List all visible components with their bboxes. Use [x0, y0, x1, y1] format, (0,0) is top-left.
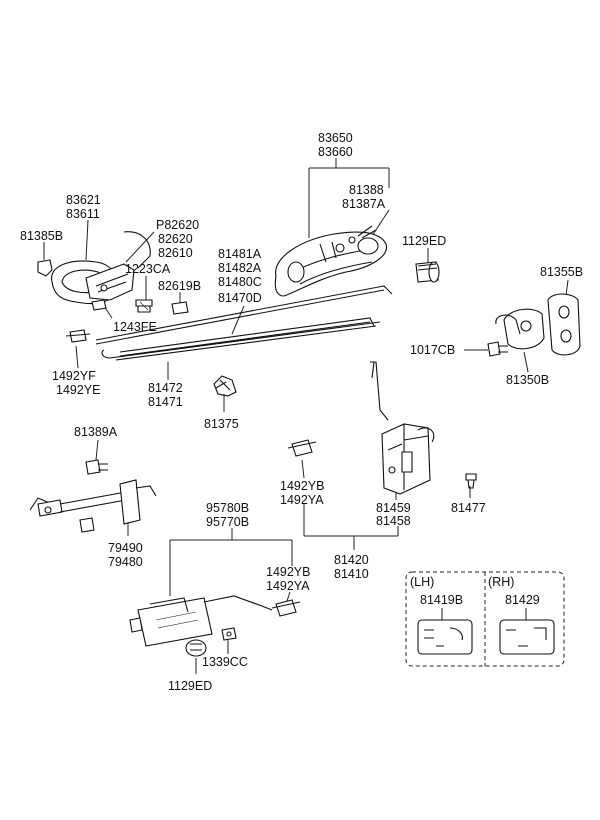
label-1492ya-lower: 1492YA	[266, 579, 310, 593]
screw-81477	[465, 473, 477, 489]
door-latch	[370, 361, 435, 495]
screw-1223ca	[135, 299, 153, 313]
label-81458: 81458	[376, 514, 411, 528]
label-79490: 79490	[108, 541, 143, 555]
nut-1339cc	[221, 627, 237, 641]
label-1339cc: 1339CC	[202, 655, 248, 669]
label-p82620: P82620	[156, 218, 199, 232]
clip-1492yf	[65, 329, 91, 343]
label-81388: 81388	[349, 183, 384, 197]
label-1129ed-bottom: 1129ED	[168, 679, 212, 693]
part-labels: 83650 83660 81388 81387A 83621 83611 813…	[20, 131, 583, 693]
lh-rh-detail-box	[405, 571, 565, 667]
label-81385b: 81385B	[20, 229, 63, 243]
label-1492ya-upper: 1492YA	[280, 493, 324, 507]
striker-81350b	[495, 308, 545, 350]
label-1492yb-lower: 1492YB	[266, 565, 310, 579]
outside-handle	[274, 225, 387, 297]
label-1243fe: 1243FE	[113, 320, 157, 334]
inside-handle	[51, 231, 151, 305]
label-1492yf: 1492YF	[52, 369, 96, 383]
label-81482a: 81482A	[218, 261, 262, 275]
cap-81385b	[37, 259, 53, 277]
label-rh: (RH)	[488, 575, 514, 589]
bolt-1129ed-bottom	[185, 639, 207, 657]
label-83650: 83650	[318, 131, 353, 145]
label-81375: 81375	[204, 417, 239, 431]
label-81419b: 81419B	[420, 593, 463, 607]
label-83621: 83621	[66, 193, 101, 207]
label-1492ye: 1492YE	[56, 383, 100, 397]
door-checker	[29, 479, 157, 533]
label-81470d: 81470D	[218, 291, 262, 305]
clip-1492yb-upper	[287, 439, 317, 457]
label-81420: 81420	[334, 553, 369, 567]
label-81350b: 81350B	[506, 373, 549, 387]
label-81355b: 81355B	[540, 265, 583, 279]
striker-81355b	[547, 293, 581, 356]
lock-rods	[95, 285, 393, 361]
label-95780b: 95780B	[206, 501, 249, 515]
label-82619b: 82619B	[158, 279, 201, 293]
label-83660: 83660	[318, 145, 353, 159]
label-1017cb: 1017CB	[410, 343, 455, 357]
plug-82619b	[171, 301, 189, 315]
label-81459: 81459	[376, 501, 411, 515]
screw-1017cb	[487, 341, 508, 357]
label-79480: 79480	[108, 555, 143, 569]
label-83611: 83611	[66, 207, 100, 221]
label-95770b: 95770B	[206, 515, 249, 529]
label-81471: 81471	[148, 395, 183, 409]
leader-lines	[43, 158, 569, 674]
label-82620: 82620	[158, 232, 193, 246]
label-1492yb-upper: 1492YB	[280, 479, 324, 493]
label-81472: 81472	[148, 381, 183, 395]
label-81480c: 81480C	[218, 275, 262, 289]
bolt-1129ed-top	[415, 261, 440, 283]
label-81410: 81410	[334, 567, 369, 581]
label-lh: (LH)	[410, 575, 434, 589]
label-81477: 81477	[451, 501, 486, 515]
label-81429: 81429	[505, 593, 540, 607]
label-81389a: 81389A	[74, 425, 118, 439]
clip-81375	[213, 375, 237, 397]
label-82610: 82610	[158, 246, 193, 260]
clip-1492yb-lower	[271, 599, 301, 617]
label-81387a: 81387A	[342, 197, 386, 211]
label-1129ed-top: 1129ED	[402, 234, 446, 248]
lock-actuator	[129, 595, 273, 647]
label-81481a: 81481A	[218, 247, 262, 261]
label-1223ca: 1223CA	[125, 262, 171, 276]
clip-1243fe	[91, 299, 107, 311]
bolt-81389a	[85, 459, 108, 475]
